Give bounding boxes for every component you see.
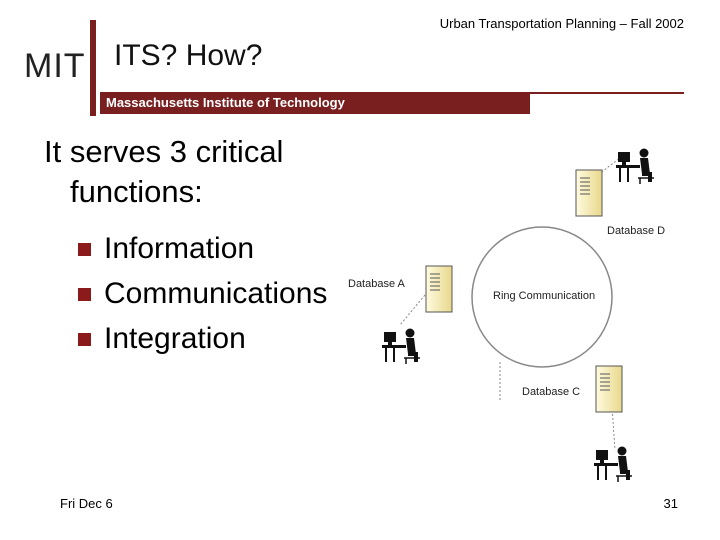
page-number: 31 (663, 496, 678, 511)
logo-divider (90, 20, 96, 116)
bullet-square-icon (78, 243, 91, 256)
bullet-item: Communications (78, 271, 327, 316)
link-line (399, 294, 426, 326)
bullet-text: Integration (104, 322, 246, 355)
workstation-a-icon (381, 327, 421, 365)
workstation-c-icon (593, 445, 633, 483)
bullet-text: Information (104, 232, 255, 265)
ring-network-diagram: Ring Communication Database D Database A… (348, 147, 665, 483)
database-c-label: Database C (522, 386, 580, 398)
institute-name: Massachusetts Institute of Technology (106, 95, 345, 110)
footer-date: Fri Dec 6 (60, 496, 113, 511)
bullet-item: Information (78, 226, 327, 271)
slide-title: ITS? How? (114, 39, 263, 72)
slide-heading: It serves 3 critical functions: (44, 132, 364, 212)
bullet-square-icon (78, 333, 91, 346)
ring-circle (471, 226, 613, 368)
database-d-server-icon (575, 169, 603, 217)
institute-banner: Massachusetts Institute of Technology (100, 92, 530, 114)
database-a-server-icon (425, 265, 453, 313)
database-d-label: Database D (607, 225, 665, 237)
mit-logo: MIT (24, 47, 86, 85)
ring-label: Ring Communication (493, 290, 595, 302)
course-title: Urban Transportation Planning – Fall 200… (439, 16, 684, 31)
bullet-text: Communications (104, 277, 328, 310)
header-rule (530, 92, 684, 94)
database-c-server-icon (595, 365, 623, 413)
heading-line: functions: (70, 174, 203, 209)
database-a-label: Database A (348, 278, 406, 290)
workstation-d-icon (615, 147, 655, 185)
heading-line: It serves 3 critical (44, 134, 284, 169)
bullet-item: Integration (78, 316, 327, 361)
bullet-square-icon (78, 288, 91, 301)
bullet-list: Information Communications Integration (78, 226, 327, 361)
